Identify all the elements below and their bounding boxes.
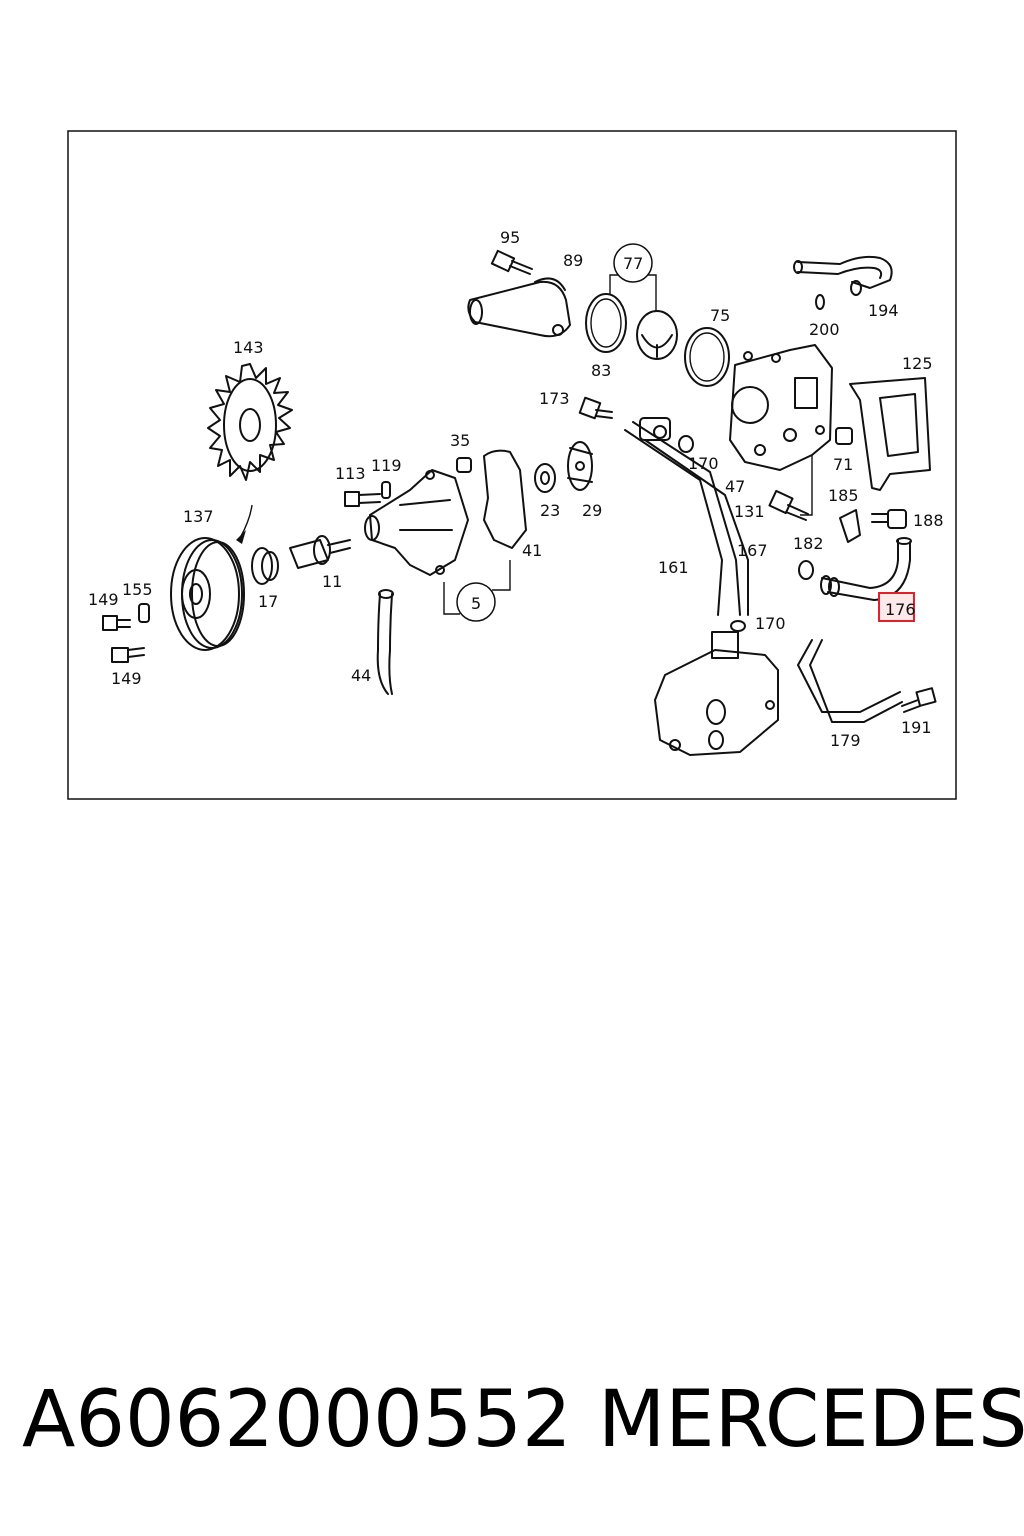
part-83-seal-ring-inner	[590, 298, 622, 348]
callout-83: 83	[591, 361, 611, 380]
part-47-housing	[729, 344, 833, 471]
part-35-bushing	[456, 457, 472, 473]
part-44-hose	[376, 593, 393, 695]
part-89-thermostat-housing	[467, 277, 571, 338]
part-182-seal	[798, 560, 814, 580]
callout-155: 155	[122, 580, 153, 599]
part-155-washer	[138, 603, 150, 623]
diagram-frame	[67, 130, 957, 800]
callout-200: 200	[809, 320, 840, 339]
callout-170-top: 170	[688, 454, 719, 473]
part-173-bolt	[578, 396, 613, 420]
arrow-143	[239, 504, 253, 539]
callout-185: 185	[828, 486, 859, 505]
callout-77-circle	[613, 243, 653, 283]
callout-44: 44	[351, 666, 371, 685]
callout-75: 75	[710, 306, 730, 325]
callout-89: 89	[563, 251, 583, 270]
callout-188: 188	[913, 511, 944, 530]
part-149-bolt-b	[111, 647, 145, 663]
part-185-bracket	[839, 509, 861, 543]
part-11-shaft	[289, 535, 351, 569]
part-83-seal-ring	[585, 293, 627, 353]
callout-167: 167	[737, 541, 768, 560]
part-119-washer	[381, 481, 391, 499]
part-95-bolt	[490, 249, 533, 275]
part-179-pipe	[797, 639, 903, 723]
leader-5	[443, 560, 511, 615]
callout-5: 5	[471, 594, 481, 613]
callout-29: 29	[582, 501, 602, 520]
callout-17: 17	[258, 592, 278, 611]
caption-bar: A6062000552 MERCEDES	[0, 1365, 1024, 1475]
callout-182: 182	[793, 534, 824, 553]
arrowhead-143	[236, 530, 246, 544]
part-137-pulley	[170, 537, 245, 651]
part-191-bolt	[901, 687, 937, 713]
callout-47: 47	[725, 477, 745, 496]
callout-149-top: 149	[88, 590, 119, 609]
callout-173: 173	[539, 389, 570, 408]
part-194-pipe	[793, 255, 893, 296]
callout-35: 35	[450, 431, 470, 450]
callout-191: 191	[901, 718, 932, 737]
callout-179: 179	[830, 731, 861, 750]
part-75-seal	[684, 327, 730, 387]
part-71-dowel	[835, 427, 853, 445]
callout-119: 119	[371, 456, 402, 475]
callout-194: 194	[868, 301, 899, 320]
part-161-167-tubes	[624, 417, 749, 616]
callout-176-highlight-box	[878, 592, 915, 622]
part-75-seal-inner	[689, 332, 725, 382]
part-113-bolt	[344, 491, 381, 507]
callout-143: 143	[233, 338, 264, 357]
callout-23: 23	[540, 501, 560, 520]
parts-diagram: 95 89 77 75 83 194 200 125 143 173 35 17…	[67, 130, 957, 800]
part-143-sprocket	[207, 363, 293, 481]
part-23-bushing	[534, 463, 556, 493]
part-17-hub	[251, 547, 279, 585]
callout-137: 137	[183, 507, 214, 526]
callout-113: 113	[335, 464, 366, 483]
part-176-hose	[820, 537, 912, 601]
callout-131: 131	[734, 502, 765, 521]
callout-11: 11	[322, 572, 342, 591]
callout-95: 95	[500, 228, 520, 247]
part-29-impeller	[567, 441, 593, 491]
leader-47	[800, 455, 813, 516]
callout-71: 71	[833, 455, 853, 474]
callout-161: 161	[658, 558, 689, 577]
part-oil-pump-housing	[654, 631, 779, 756]
part-41-gasket	[483, 449, 527, 549]
callout-170-bottom: 170	[755, 614, 786, 633]
part-125-gasket	[849, 377, 931, 491]
callout-41: 41	[522, 541, 542, 560]
callout-5-circle	[456, 582, 496, 622]
part-77-thermostat	[636, 310, 678, 360]
part-number: A6062000552	[22, 1375, 572, 1465]
callout-149-bottom: 149	[111, 669, 142, 688]
callout-125: 125	[902, 354, 933, 373]
callout-77: 77	[623, 254, 643, 273]
part-131-bolt	[768, 489, 809, 521]
part-149-bolt-a	[102, 615, 131, 631]
part-44-hose-end	[378, 589, 394, 599]
part-188-bolt	[871, 509, 907, 529]
part-170-washer-b	[730, 620, 746, 632]
part-water-pump	[364, 469, 469, 576]
part-200-washer	[815, 294, 825, 310]
part-170-washer-a	[678, 435, 694, 453]
brand-name: MERCEDES	[598, 1375, 1024, 1465]
callout-176: 176	[885, 600, 916, 619]
